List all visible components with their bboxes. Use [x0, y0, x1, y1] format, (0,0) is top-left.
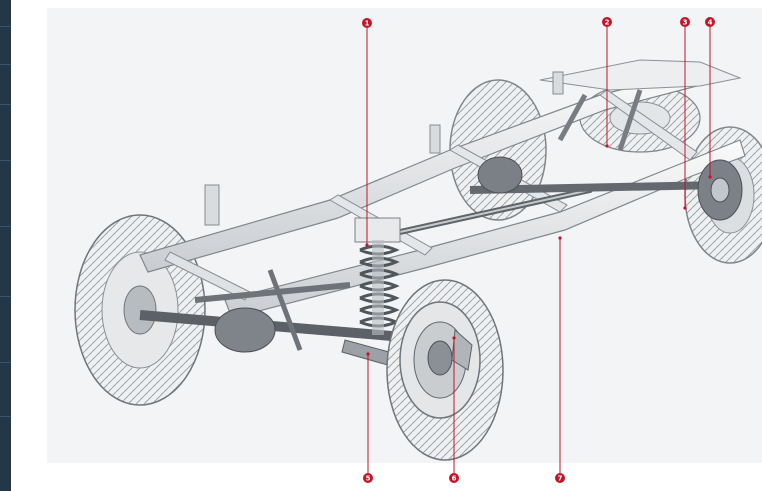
sidebar-divider [0, 104, 11, 105]
front-disc-brake [399, 301, 481, 419]
left-sidebar [0, 0, 11, 491]
callout-number: 6 [452, 475, 457, 483]
rear-axle [469, 89, 721, 194]
callout-1: 1 [362, 18, 372, 247]
callout-number: 3 [683, 19, 688, 27]
callout-number: 1 [365, 20, 370, 28]
sidebar-divider [0, 362, 11, 363]
sidebar-divider [0, 296, 11, 297]
callout-number: 5 [366, 475, 371, 483]
sidebar-divider [0, 416, 11, 417]
sidebar-divider [0, 160, 11, 161]
callout-4: 4 [705, 17, 715, 179]
sidebar-divider [0, 226, 11, 227]
callout-5: 5 [363, 352, 373, 483]
sidebar-divider [0, 64, 11, 65]
coil-spring [341, 217, 401, 369]
callout-2: 2 [602, 17, 612, 148]
propeller-shaft [397, 187, 593, 235]
sidebar-divider [0, 26, 11, 27]
rear-drum-brake [697, 159, 743, 221]
callout-number: 2 [605, 19, 610, 27]
callout-number: 4 [708, 19, 713, 27]
callout-number: 7 [558, 475, 563, 483]
front-axle [139, 269, 441, 353]
callout-7: 7 [555, 236, 565, 483]
callout-6: 6 [449, 336, 459, 483]
callout-3: 3 [680, 17, 690, 210]
